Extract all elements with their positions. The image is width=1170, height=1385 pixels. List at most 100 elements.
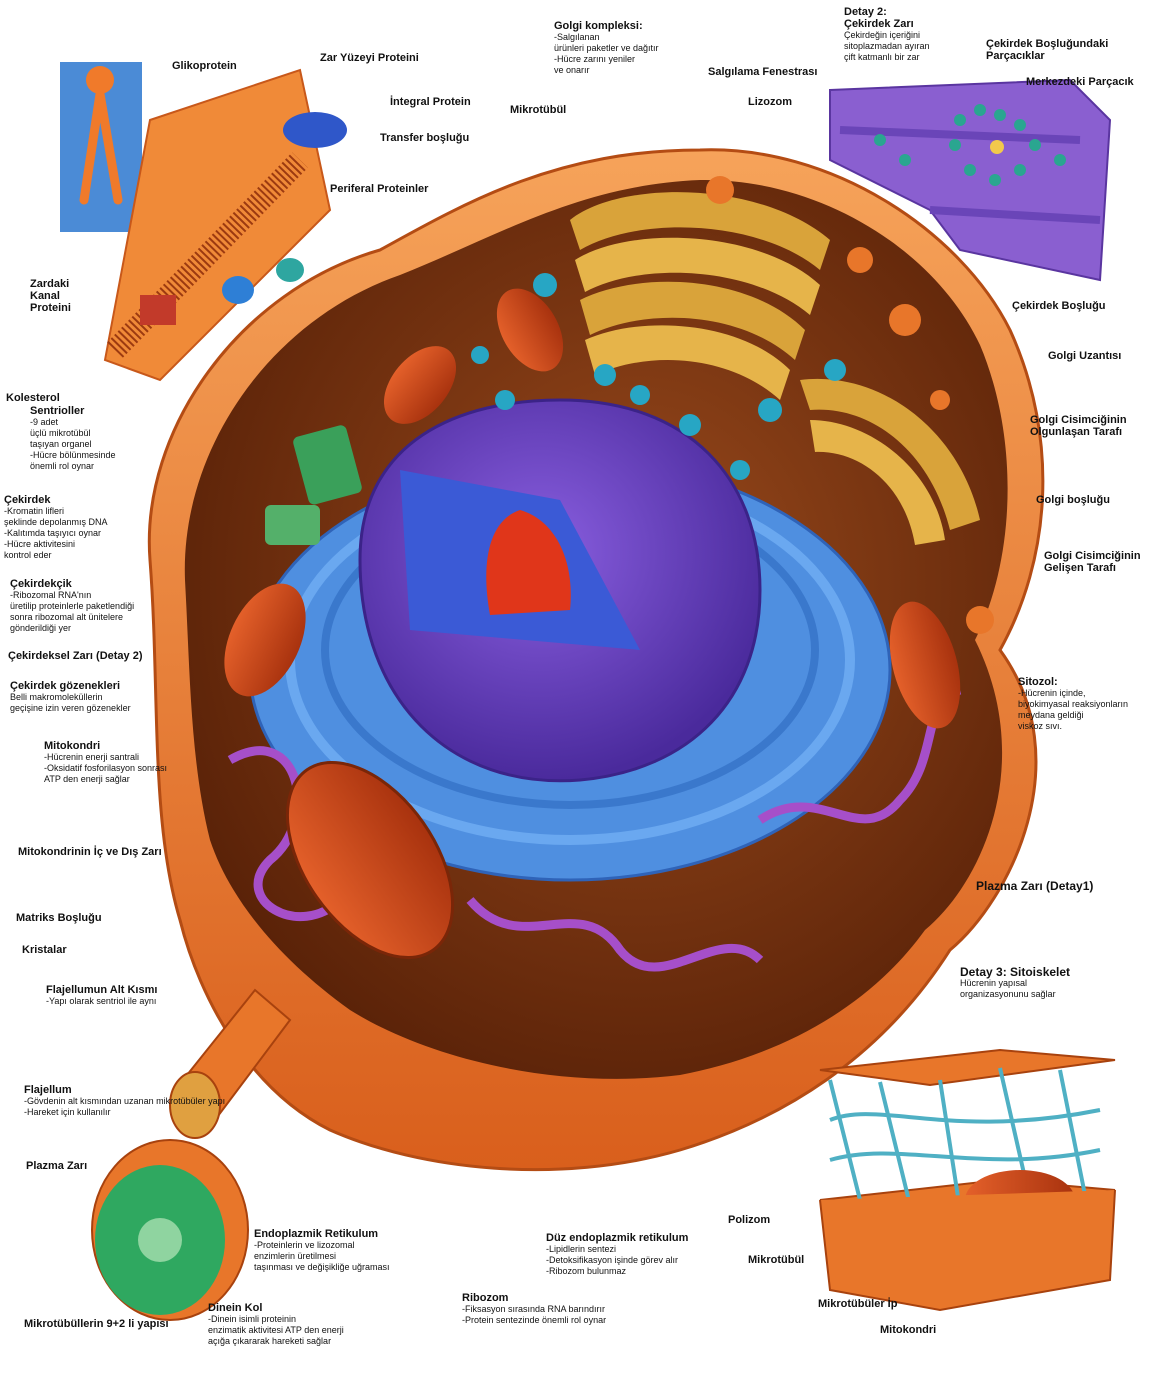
label-title: Sitozol: xyxy=(1018,676,1128,688)
label-plasma-membrane-left: Plazma Zarı xyxy=(26,1160,87,1172)
label-title: Çekirdeksel Zarı (Detay 2) xyxy=(8,650,143,662)
label-line: şeklinde depolanmış DNA xyxy=(4,517,108,528)
label-lysosome: Lizozom xyxy=(748,96,792,108)
label-transfer-space: Transfer boşluğu xyxy=(380,132,469,144)
label-plasma-membrane-detail: Plazma Zarı (Detay1) xyxy=(976,880,1093,892)
label-nuclear-space: Çekirdek Boşluğu xyxy=(1012,300,1106,312)
label-cholesterol: Kolesterol xyxy=(6,392,60,404)
label-line: Çekirdeğin içeriğini xyxy=(844,30,930,41)
label-line: kontrol eder xyxy=(4,550,108,561)
label-subtitle: Çekirdek Zarı xyxy=(844,18,930,30)
label-line: -Salgılanan xyxy=(554,32,659,43)
label-line: sonra ribozomal alt ünitelere xyxy=(10,612,134,623)
label-title: Polizom xyxy=(728,1214,770,1226)
channel-protein xyxy=(140,295,176,325)
label-golgi-forming: Golgi Cisimciğinin Gelişen Tarafı xyxy=(1044,550,1141,574)
label-line: -Ribozom bulunmaz xyxy=(546,1266,688,1277)
label-title: Mitokondri xyxy=(44,740,167,752)
label-title: Çekirdek xyxy=(4,494,108,506)
nucleus xyxy=(360,400,760,781)
label-detail-3: Detay 3: Sitoiskelet Hücrenin yapısal or… xyxy=(960,966,1070,1000)
label-title: Plazma Zarı xyxy=(26,1160,87,1172)
label-title: Çekirdek Boşluğu xyxy=(1012,300,1106,312)
label-centrioles: Sentrioller -9 adet üçlü mikrotübül taşı… xyxy=(30,405,116,472)
label-flagellum-base: Flajellumun Alt Kısmı -Yapı olarak sentr… xyxy=(46,984,157,1007)
label-peripheral-proteins: Periferal Proteinler xyxy=(330,183,428,195)
label-line: Zardaki xyxy=(30,278,71,290)
label-title: Mikrotübüllerin 9+2 li yapısı xyxy=(24,1318,169,1330)
label-line: -Proteinlerin ve lizozomal xyxy=(254,1240,390,1251)
label-line: taşıyan organel xyxy=(30,439,116,450)
label-title: Flajellum xyxy=(24,1084,225,1096)
label-golgi-maturing: Golgi Cisimciğinin Olgunlaşan Tarafı xyxy=(1030,414,1127,438)
label-nucleolus: Çekirdekçik -Ribozomal RNA'nın üretilip … xyxy=(10,578,134,634)
label-line: enzimlerin üretilmesi xyxy=(254,1251,390,1262)
label-line: gönderildiği yer xyxy=(10,623,134,634)
label-line: ATP den enerji sağlar xyxy=(44,774,167,785)
label-title: Merkezdeki Parçacık xyxy=(1026,76,1134,88)
label-line: -Hücrenin içinde, xyxy=(1018,688,1128,699)
label-integral-protein: İntegral Protein xyxy=(390,96,471,108)
label-line: -Hücrenin enerji santrali xyxy=(44,752,167,763)
label-flagellum: Flajellum -Gövdenin alt kısmından uzanan… xyxy=(24,1084,225,1118)
label-line: üçlü mikrotübül xyxy=(30,428,116,439)
label-title: Düz endoplazmik retikulum xyxy=(546,1232,688,1244)
label-line: Golgi Cisimciğinin xyxy=(1044,550,1141,562)
label-title: Salgılama Fenestrası xyxy=(708,66,817,78)
label-title: Çekirdekçik xyxy=(10,578,134,590)
label-title: İntegral Protein xyxy=(390,96,471,108)
label-polysome: Polizom xyxy=(728,1214,770,1226)
label-title: Golgi kompleksi: xyxy=(554,20,659,32)
label-title: Flajellumun Alt Kısmı xyxy=(46,984,157,996)
label-title: Kristalar xyxy=(22,944,67,956)
label-golgi-lumen: Golgi boşluğu xyxy=(1036,494,1110,506)
label-cristae: Kristalar xyxy=(22,944,67,956)
label-title: Golgi boşluğu xyxy=(1036,494,1110,506)
label-line: taşınması ve değişikliğe uğraması xyxy=(254,1262,390,1273)
label-line: çift katmanlı bir zar xyxy=(844,52,930,63)
label-title: Zar Yüzeyi Proteini xyxy=(320,52,419,64)
label-line: -Ribozomal RNA'nın xyxy=(10,590,134,601)
label-title: Matriks Boşluğu xyxy=(16,912,102,924)
label-mitochondrion-detail3: Mitokondri xyxy=(880,1324,936,1336)
label-title: Detay 3: Sitoiskelet xyxy=(960,966,1070,978)
label-golgi-extension: Golgi Uzantısı xyxy=(1048,350,1121,362)
label-line: üretilip proteinlerle paketlendiği xyxy=(10,601,134,612)
label-line: Golgi Cisimciğinin xyxy=(1030,414,1127,426)
label-microtubule-9x2: Mikrotübüllerin 9+2 li yapısı xyxy=(24,1318,169,1330)
label-smooth-er: Düz endoplazmik retikulum -Lipidlerin se… xyxy=(546,1232,688,1277)
label-line: -Kromatin lifleri xyxy=(4,506,108,517)
label-microtubule-detail3: Mikrotübül xyxy=(748,1254,804,1266)
label-line: -Hareket için kullanılır xyxy=(24,1107,225,1118)
label-line: organizasyonunu sağlar xyxy=(960,989,1070,1000)
label-line: viskoz sıvı. xyxy=(1018,721,1128,732)
label-line: -Hücre aktivitesini xyxy=(4,539,108,550)
label-line: -Hücre zarını yeniler xyxy=(554,54,659,65)
label-line: ürünleri paketler ve dağıtır xyxy=(554,43,659,54)
label-title: Dinein Kol xyxy=(208,1302,344,1314)
label-line: açığa çıkararak hareketi sağlar xyxy=(208,1336,344,1347)
label-line: Kanal xyxy=(30,290,71,302)
label-line: geçişine izin veren gözenekler xyxy=(10,703,131,714)
label-line: Olgunlaşan Tarafı xyxy=(1030,426,1127,438)
label-golgi-complex: Golgi kompleksi: -Salgılanan ürünleri pa… xyxy=(554,20,659,76)
label-secretory-vesicle: Salgılama Fenestrası xyxy=(708,66,817,78)
label-cytosol: Sitozol: -Hücrenin içinde, biyokimyasal … xyxy=(1018,676,1128,732)
label-central-particle: Merkezdeki Parçacık xyxy=(1026,76,1134,88)
label-microfilament: Mikrotübüler İp xyxy=(818,1298,897,1310)
label-nuclear-envelope: Çekirdeksel Zarı (Detay 2) xyxy=(8,650,143,662)
label-title: Transfer boşluğu xyxy=(380,132,469,144)
label-line: -Lipidlerin sentezi xyxy=(546,1244,688,1255)
label-line: önemli rol oynar xyxy=(30,461,116,472)
label-channel-protein: Zardaki Kanal Proteini xyxy=(30,278,71,314)
central-particle xyxy=(990,140,1004,154)
label-line: -Detoksifikasyon işinde görev alır xyxy=(546,1255,688,1266)
label-title: Periferal Proteinler xyxy=(330,183,428,195)
label-nucleus: Çekirdek -Kromatin lifleri şeklinde depo… xyxy=(4,494,108,561)
label-detail-2: Detay 2: Çekirdek Zarı Çekirdeğin içeriğ… xyxy=(844,6,930,63)
label-nuclear-pores: Çekirdek gözenekleri Belli makromoleküll… xyxy=(10,680,131,714)
label-line: enzimatik aktivitesi ATP den enerji xyxy=(208,1325,344,1336)
label-title: Çekirdek gözenekleri xyxy=(10,680,131,692)
label-title: Mikrotübül xyxy=(748,1254,804,1266)
